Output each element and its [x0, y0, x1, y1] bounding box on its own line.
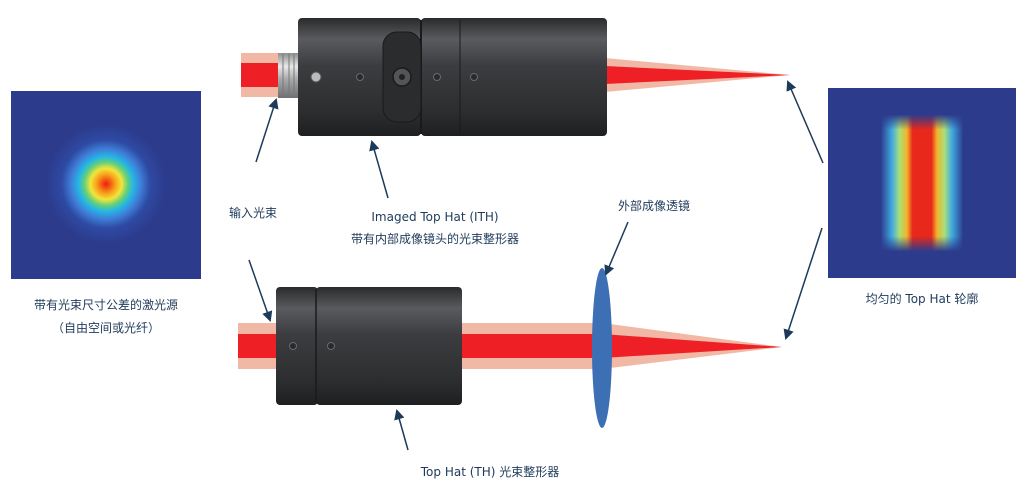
arrow-lens	[604, 221, 629, 276]
th-beam	[238, 323, 782, 369]
tophat-profile-label: 均匀的 Top Hat 轮廓	[865, 292, 979, 306]
th-body-section-2	[316, 287, 462, 405]
ith-description-label: 带有内部成像镜头的光束整形器	[350, 232, 519, 246]
arrow-profile-bottom	[783, 227, 823, 340]
gaussian-profile-panel	[11, 91, 201, 279]
input-beam-core-bottom	[238, 334, 278, 358]
arrow-input-bottom	[248, 259, 273, 322]
tophat-profile-panel	[828, 88, 1016, 278]
th-beam-shaper-device	[276, 287, 462, 405]
gaussian-spot	[46, 124, 166, 244]
laser-source-label-line1: 带有光束尺寸公差的激光源	[33, 298, 178, 312]
arrow-ith-device	[369, 139, 389, 199]
arrow-input-top	[255, 98, 279, 163]
external-lens-label: 外部成像透镜	[618, 199, 691, 213]
external-imaging-lens	[592, 268, 612, 428]
arrow-th-device	[394, 408, 409, 451]
arrows	[248, 80, 824, 451]
output-beam-core-top	[605, 66, 790, 84]
arrow-profile-top	[786, 80, 824, 164]
laser-source-label-line2: （自由空间或光纤）	[51, 321, 160, 335]
ith-beam-shaper-device	[278, 18, 607, 136]
th-shaper-label: Top Hat (TH) 光束整形器	[420, 465, 560, 479]
tophat-vertical-falloff	[828, 88, 1016, 278]
input-ring	[278, 53, 298, 98]
ith-title-label: Imaged Top Hat (ITH)	[371, 210, 499, 224]
focused-beam-core	[602, 334, 782, 358]
input-beam-label: 输入光束	[229, 206, 278, 220]
collimated-beam-core	[462, 334, 602, 358]
ith-body-section-2	[421, 18, 607, 136]
